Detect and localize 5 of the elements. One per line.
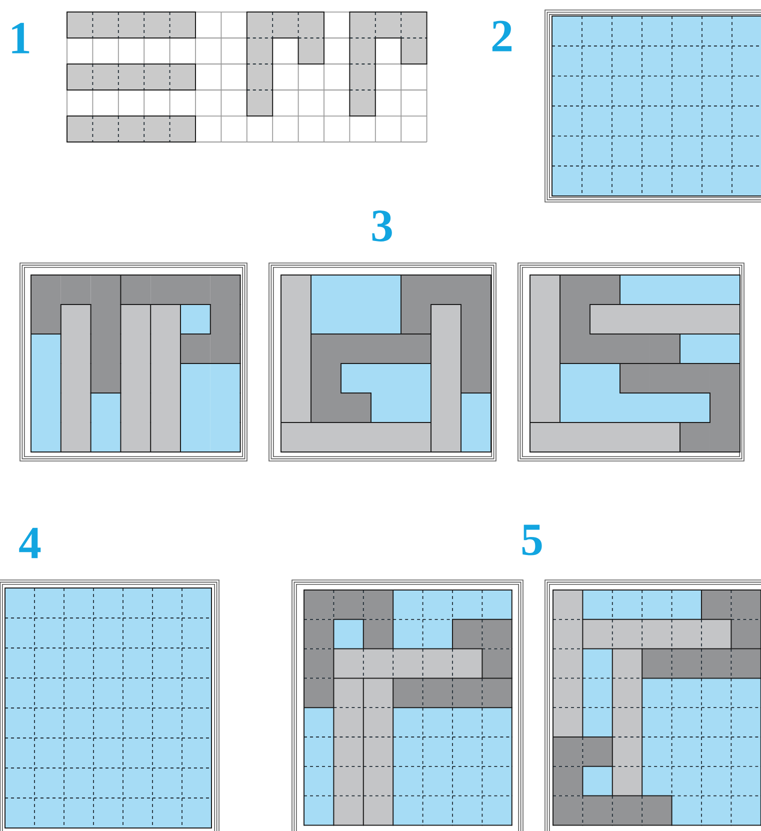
panel-number: 2: [492, 20, 512, 52]
panel-number: 5: [522, 524, 542, 556]
panel-number: 3: [372, 210, 392, 242]
panel-number: 4: [19, 528, 41, 558]
panel-number: 1: [12, 22, 30, 54]
